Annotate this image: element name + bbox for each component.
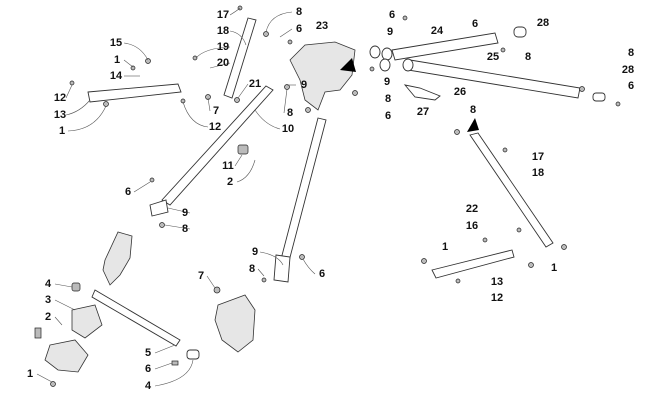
callout: 8 <box>525 51 531 63</box>
callout: 9 <box>387 26 393 38</box>
callout: 6 <box>385 110 391 122</box>
callout: 1 <box>442 241 448 253</box>
callout: 9 <box>182 207 188 219</box>
callout: 12 <box>209 121 221 133</box>
callout: 7 <box>198 270 204 282</box>
callout: 23 <box>316 20 328 32</box>
callout: 1 <box>27 368 33 380</box>
callout: 2 <box>45 311 51 323</box>
callout: 12 <box>491 292 503 304</box>
callout: 9 <box>384 76 390 88</box>
callout: 22 <box>466 203 478 215</box>
pointer-arrow-icon <box>340 58 356 72</box>
callout: 25 <box>487 51 499 63</box>
callout: 8 <box>385 93 391 105</box>
callout: 6 <box>389 9 395 21</box>
callout: 2 <box>227 176 233 188</box>
center-housing-23 <box>287 39 358 111</box>
callout: 6 <box>125 186 131 198</box>
callout-labels: 17 8 6 23 18 15 19 1 20 14 21 9 12 7 8 1… <box>27 6 634 392</box>
left-upper-arm-13 <box>69 58 211 107</box>
callout: 8 <box>296 6 302 18</box>
callout: 6 <box>319 268 325 280</box>
middle-steering-gear <box>214 294 256 353</box>
callout: 26 <box>454 86 466 98</box>
steering-tube-10-left <box>149 85 274 228</box>
left-steering-gear <box>102 231 133 286</box>
callout: 28 <box>537 17 549 29</box>
callout: 12 <box>54 92 66 104</box>
callout: 8 <box>628 47 634 59</box>
callout: 8 <box>249 263 255 275</box>
callout: 8 <box>470 104 476 116</box>
callout: 7 <box>213 105 219 117</box>
callout: 18 <box>217 25 229 37</box>
right-arm-18 <box>454 118 567 250</box>
callout: 4 <box>45 278 52 290</box>
tie-rods-24-25 <box>369 15 621 107</box>
callout: 19 <box>217 41 229 53</box>
callout: 5 <box>145 347 151 359</box>
pointer-arrow-icon <box>467 118 479 132</box>
callout: 16 <box>466 220 478 232</box>
lower-steering-gear <box>34 304 103 387</box>
callout: 6 <box>628 80 634 92</box>
callout: 24 <box>431 25 444 37</box>
callout: 27 <box>417 106 429 118</box>
callout: 8 <box>287 107 293 119</box>
callout: 13 <box>491 276 503 288</box>
steering-tube-10-right <box>261 84 327 283</box>
callout: 1 <box>114 54 120 66</box>
leader-lines <box>36 7 316 387</box>
callout: 10 <box>282 123 294 135</box>
callout: 28 <box>622 64 634 76</box>
callout: 14 <box>110 70 123 82</box>
callout: 3 <box>45 294 51 306</box>
lower-right-arm-13 <box>421 237 534 284</box>
callout: 11 <box>222 160 234 172</box>
callout: 21 <box>249 78 261 90</box>
callout: 1 <box>551 262 557 274</box>
lower-bar-5 <box>71 282 221 366</box>
callout: 9 <box>301 79 307 91</box>
callout: 9 <box>252 246 258 258</box>
callout: 8 <box>182 223 188 235</box>
callout: 4 <box>145 380 152 392</box>
callout: 6 <box>296 23 302 35</box>
callout: 17 <box>532 151 544 163</box>
callout: 13 <box>54 109 66 121</box>
callout: 6 <box>145 363 151 375</box>
callout: 20 <box>217 57 229 69</box>
callout: 6 <box>472 18 478 30</box>
callout: 15 <box>110 37 122 49</box>
callout: 1 <box>59 125 65 137</box>
callout: 18 <box>532 167 544 179</box>
callout: 17 <box>217 9 229 21</box>
